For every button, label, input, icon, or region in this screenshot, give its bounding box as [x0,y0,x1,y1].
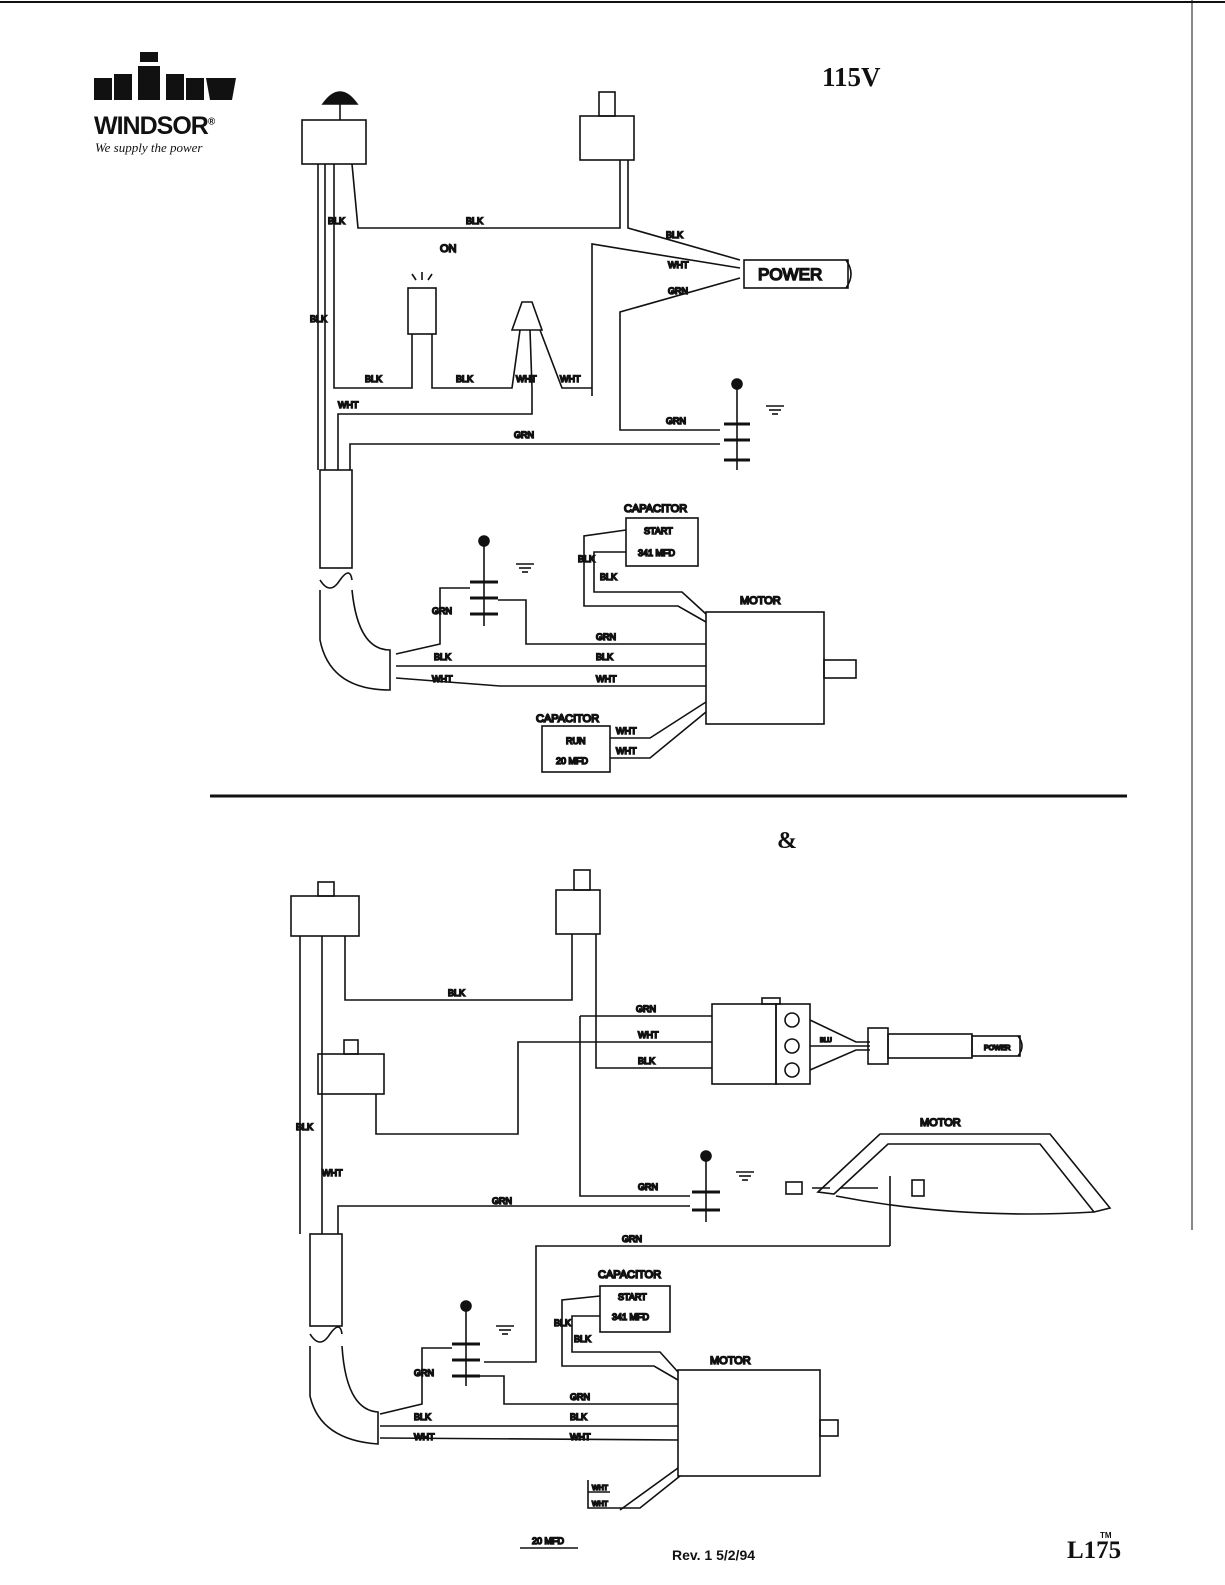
wire-label: WHT [596,674,617,684]
wire-label: WHT [432,674,453,684]
wire-label: WHT [592,1501,609,1508]
wire-label: BLK [414,1412,431,1422]
bottom-mid-ground-symbol [452,1300,514,1386]
revision-note: Rev. 1 5/2/94 [672,1547,756,1563]
motor-label: MOTOR [710,1355,751,1367]
wire-label: WHT [516,374,537,384]
wire-label: GRN [414,1368,434,1378]
top-power-cord [743,259,852,289]
wire-label: GRN [638,1182,658,1192]
capacitor-rating: 341 MFD [638,548,676,558]
wire-label: WHT [560,374,581,384]
bottom-left-switch [290,881,360,937]
top-left-switch [301,91,367,165]
ampersand-heading: & [777,828,797,854]
wire-nut-icon [510,301,544,331]
motor-housing [785,1133,1112,1246]
capacitor-rating: 20 MFD [532,1536,565,1546]
bottom-relay [317,1039,385,1095]
capacitor-type: START [644,526,673,536]
capacitor-type: RUN [566,736,586,746]
wire-label: BLK [456,374,473,384]
wire-label: BLK [578,554,595,564]
wire-label: GRN [432,606,452,616]
top-motor [705,611,857,725]
power-label: POWER [984,1045,1010,1052]
brand-tagline: We supply the power [95,140,203,155]
wire-label: WHT [592,1485,609,1492]
capacitor-type: START [618,1292,647,1302]
top-ground-symbol [724,378,784,470]
wire-label: BLK [638,1056,655,1066]
switch-on-label: ON [440,243,457,255]
wire-label: GRN [514,430,534,440]
brand-name: WINDSOR® [94,112,215,140]
wire-label: WHT [338,400,359,410]
top-run-capacitor [541,701,707,773]
bottom-motor [677,1369,839,1477]
wire-label: BLK [570,1412,587,1422]
capacitor-title: CAPACITOR [598,1269,661,1281]
power-label: POWER [758,265,822,284]
bottom-right-switch [555,869,601,935]
top-start-capacitor [583,517,707,623]
wire-label: WHT [616,746,637,756]
wire-label: GRN [596,632,616,642]
wire-label: BLK [310,314,327,324]
wire-label: BLK [574,1334,591,1344]
wire-label: GRN [570,1392,590,1402]
wire-label: GRN [666,416,686,426]
wire-label: WHT [570,1432,591,1442]
wire-label: BLK [666,230,683,240]
trademark-mark: TM [1100,1531,1112,1540]
voltage-heading: 115V [822,62,881,92]
capacitor-title: CAPACITOR [624,503,687,515]
terminal-block [711,997,870,1085]
model-number: L175 [1067,1537,1122,1564]
bottom-start-capacitor [561,1285,679,1381]
wire-label: BLK [365,374,382,384]
wire-label: WHT [638,1030,659,1040]
wire-label: BLK [466,216,483,226]
wire-label: BLK [434,652,451,662]
bottom-ground-symbol [692,1150,754,1222]
wire-label: BLK [448,988,465,998]
capacitor-title: CAPACITOR [536,713,599,725]
wire-label: GRN [668,286,688,296]
wire-label: BLU [820,1038,832,1044]
wire-label: BLK [596,652,613,662]
wire-label: WHT [322,1168,343,1178]
capacitor-rating: 341 MFD [612,1312,650,1322]
wire-label: BLK [328,216,345,226]
wire-label: BLK [296,1122,313,1132]
bottom-power-cord [867,1027,1023,1065]
wire-label: BLK [600,572,617,582]
mid-ground-symbol [470,535,534,626]
wire-label: BLK [554,1318,571,1328]
wire-label: WHT [668,260,689,270]
wire-label: WHT [616,726,637,736]
wire-label: GRN [492,1196,512,1206]
top-right-switch [579,91,635,161]
windsor-logo-icon [94,52,236,100]
motor-housing-label: MOTOR [920,1117,961,1129]
wire-label: GRN [622,1234,642,1244]
indicator-light-icon [407,287,437,335]
capacitor-rating: 20 MFD [556,756,589,766]
wire-label: WHT [414,1432,435,1442]
wire-label: GRN [636,1004,656,1014]
motor-label: MOTOR [740,595,781,607]
